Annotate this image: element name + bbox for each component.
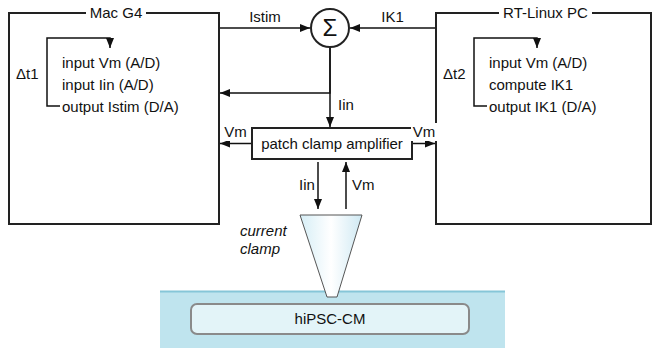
box-text: Σ — [323, 14, 338, 42]
signal-name: Istim — [247, 8, 283, 25]
box-title: Mac G4 — [86, 4, 147, 21]
signal-name: Vm — [411, 123, 438, 140]
box-text: Δt1 — [16, 65, 39, 82]
box-text: input Vm (A/D) — [489, 54, 587, 71]
loop-arrow — [47, 38, 110, 106]
box-text: input Iin (A/D) — [62, 76, 154, 93]
box-text: patch clamp amplifier — [261, 135, 403, 152]
signal-arrow — [413, 143, 435, 145]
pipette — [300, 215, 362, 297]
signal-name: Iin — [336, 96, 356, 113]
summing-junction: Σ — [310, 8, 350, 48]
signal-arrow — [350, 27, 435, 29]
box-text: compute IK1 — [489, 76, 573, 93]
box-text: hiPSC-CM — [295, 310, 366, 327]
signal-arrow — [220, 143, 251, 145]
box-text: output Istim (D/A) — [62, 98, 179, 115]
bath — [160, 291, 505, 348]
signal-arrow — [220, 27, 310, 29]
mode-label: current clamp — [240, 222, 298, 258]
voltage-arrow — [345, 162, 347, 209]
signal-name: Iin — [299, 176, 315, 193]
box-title: RT-Linux PC — [499, 4, 592, 21]
signal-arrow — [220, 48, 330, 93]
signal-name: Vm — [222, 123, 249, 140]
box-text: Δt2 — [443, 65, 466, 82]
box-text: input Vm (A/D) — [62, 54, 160, 71]
current-arrow — [317, 162, 319, 209]
computer-box: Mac G4input Vm (A/D)input Iin (A/D)outpu… — [8, 12, 220, 225]
signal-name: Vm — [352, 176, 375, 193]
signal-name: IK1 — [379, 8, 406, 25]
amplifier-box: patch clamp amplifier — [251, 127, 413, 160]
loop-arrow — [474, 38, 537, 106]
computer-box: RT-Linux PCinput Vm (A/D)compute IK1outp… — [435, 12, 652, 225]
cell-box: hiPSC-CM — [190, 303, 470, 335]
box-text: output IK1 (D/A) — [489, 98, 597, 115]
